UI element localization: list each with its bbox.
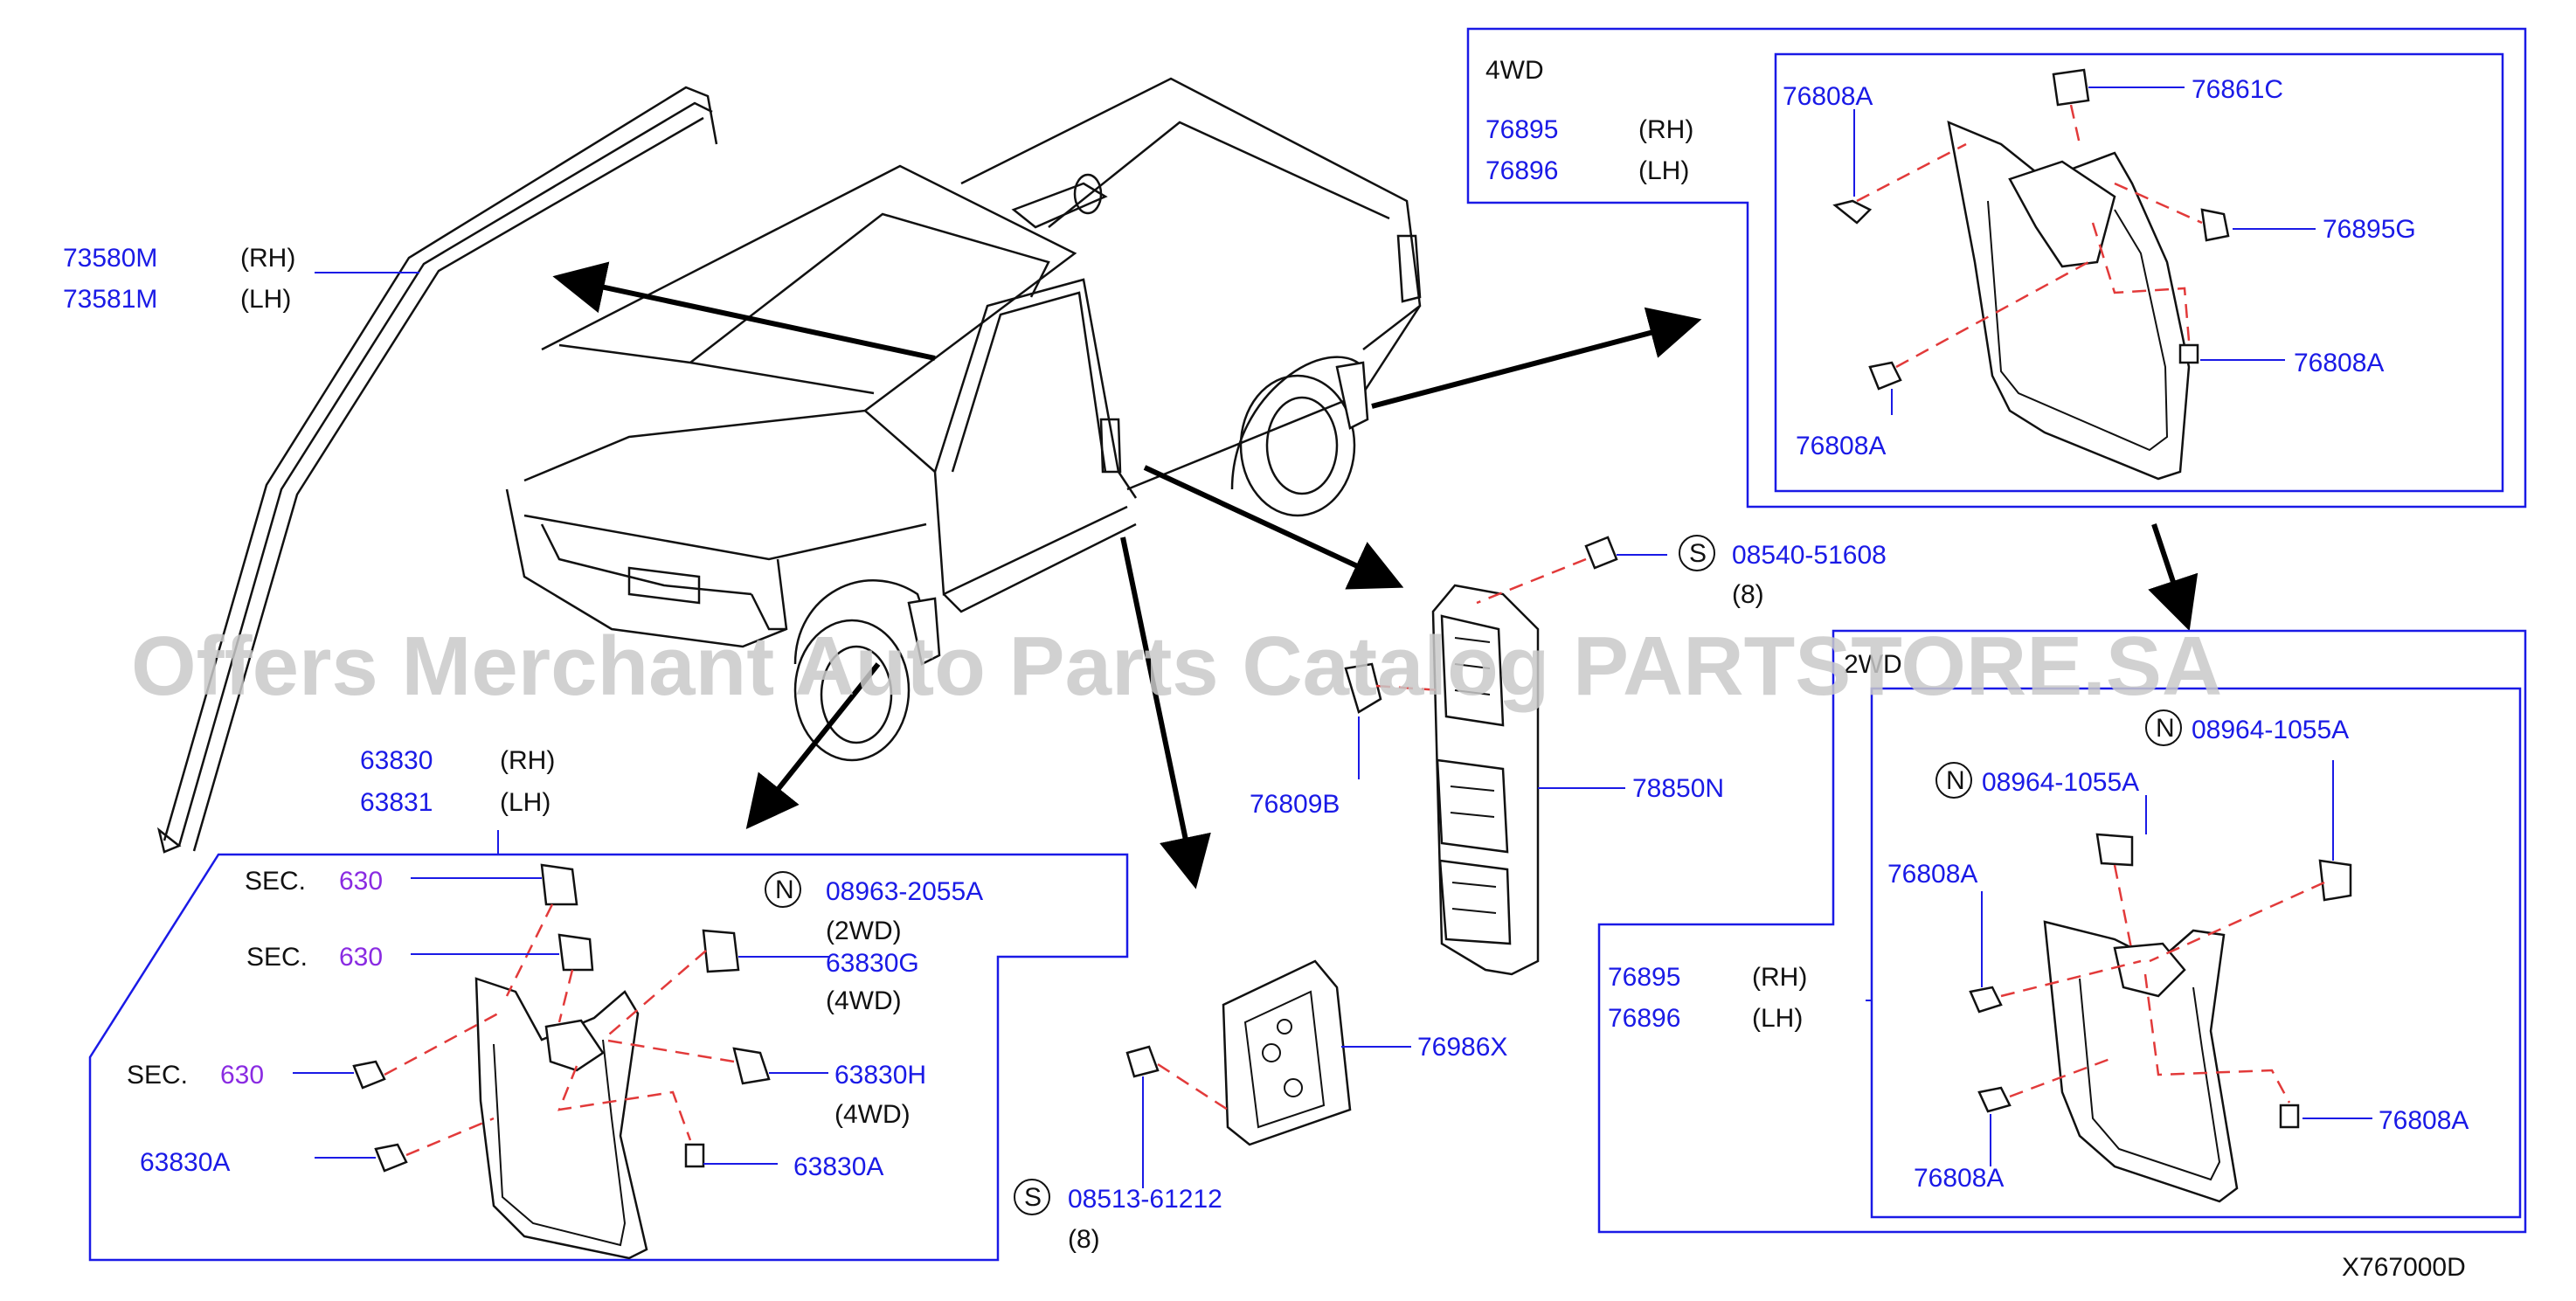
label-front-nut: 08963-2055A: [826, 877, 983, 906]
label-4wd-lh-no: 76896: [1485, 156, 1558, 185]
label-center-screw2-qty: (8): [1068, 1225, 1100, 1254]
box-4wd: [1466, 27, 2527, 509]
label-2wd-lh-no: 76896: [1608, 1004, 1680, 1033]
pointer-arrows: [552, 261, 2199, 889]
label-center-clip: 76809B: [1250, 790, 1340, 819]
label-2wd-n2: 08964-1055A: [1982, 768, 2139, 797]
label-center-s-mark-1: S: [1689, 539, 1707, 568]
label-4wd-p5: 76808A: [1796, 432, 1886, 460]
box-2wd: [1597, 629, 2527, 1234]
label-sec-2: SEC.: [246, 943, 308, 972]
label-4wd-rh-no: 76895: [1485, 115, 1558, 144]
label-side-rail-rh-no: 73580M: [63, 244, 157, 273]
label-4wd-title: 4WD: [1485, 56, 1544, 85]
label-2wd-n-mark-1: N: [2156, 714, 2175, 743]
label-front-n-mark: N: [775, 875, 794, 904]
label-front-g-note: (4WD): [826, 986, 902, 1015]
center-parts: [1125, 536, 1667, 1188]
label-2wd-rh: (RH): [1752, 963, 1807, 992]
watermark: Offers Merchant Auto Parts Catalog PARTS…: [131, 619, 2222, 713]
label-4wd-p1: 76808A: [1783, 82, 1873, 111]
label-front-g: 63830G: [826, 949, 919, 978]
label-2wd-rh-no: 76895: [1608, 963, 1680, 992]
label-2wd-p1: 76808A: [1887, 860, 1977, 889]
label-sec-3: SEC.: [127, 1061, 188, 1090]
truck-illustration: [505, 77, 1422, 762]
side-rail-strip: [156, 86, 718, 854]
label-center-s-mark-2: S: [1024, 1183, 1042, 1212]
label-2wd-n1: 08964-1055A: [2192, 716, 2349, 744]
label-2wd-p2: 76808A: [2379, 1106, 2469, 1135]
label-side-rail-lh: (LH): [240, 285, 291, 314]
label-side-rail-lh-no: 73581M: [63, 285, 157, 314]
box-front-flap: [88, 830, 1129, 1262]
label-side-rail-rh: (RH): [240, 244, 295, 273]
label-front-lh-no: 63831: [360, 788, 433, 817]
label-4wd-p3: 76895G: [2323, 215, 2416, 244]
label-4wd-p2: 76861C: [2192, 75, 2283, 104]
label-front-h: 63830H: [834, 1061, 926, 1090]
label-front-a1: 63830A: [140, 1148, 230, 1177]
label-center-screw1: 08540-51608: [1732, 541, 1887, 570]
label-sec-no-2: 630: [339, 943, 383, 972]
label-front-nut-note: (2WD): [826, 917, 902, 945]
label-center-screw1-qty: (8): [1732, 580, 1764, 609]
label-center-screw2: 08513-61212: [1068, 1185, 1222, 1214]
label-4wd-lh: (LH): [1638, 156, 1689, 185]
label-2wd-lh: (LH): [1752, 1004, 1803, 1033]
labels: 73580M (RH) 73581M (LH) 4WD 76895 (RH) 7…: [63, 56, 2469, 1282]
label-front-a2: 63830A: [793, 1152, 883, 1181]
circle-markers: [765, 535, 2182, 1215]
label-4wd-rh: (RH): [1638, 115, 1693, 144]
label-2wd-n-mark-2: N: [1946, 766, 1965, 795]
label-front-rh: (RH): [500, 746, 555, 775]
label-front-lh: (LH): [500, 788, 551, 817]
label-center-molding: 78850N: [1632, 774, 1724, 803]
label-center-plate: 76986X: [1417, 1033, 1507, 1062]
drawing-id: X767000D: [2342, 1253, 2466, 1282]
label-sec-no-3: 630: [220, 1061, 264, 1090]
label-4wd-p4: 76808A: [2294, 349, 2384, 377]
label-sec-no-1: 630: [339, 867, 383, 896]
label-sec-1: SEC.: [245, 867, 306, 896]
label-2wd-p3: 76808A: [1914, 1164, 2004, 1193]
label-front-rh-no: 63830: [360, 746, 433, 775]
label-2wd-title: 2WD: [1844, 650, 1902, 679]
label-front-h-note: (4WD): [834, 1100, 911, 1129]
